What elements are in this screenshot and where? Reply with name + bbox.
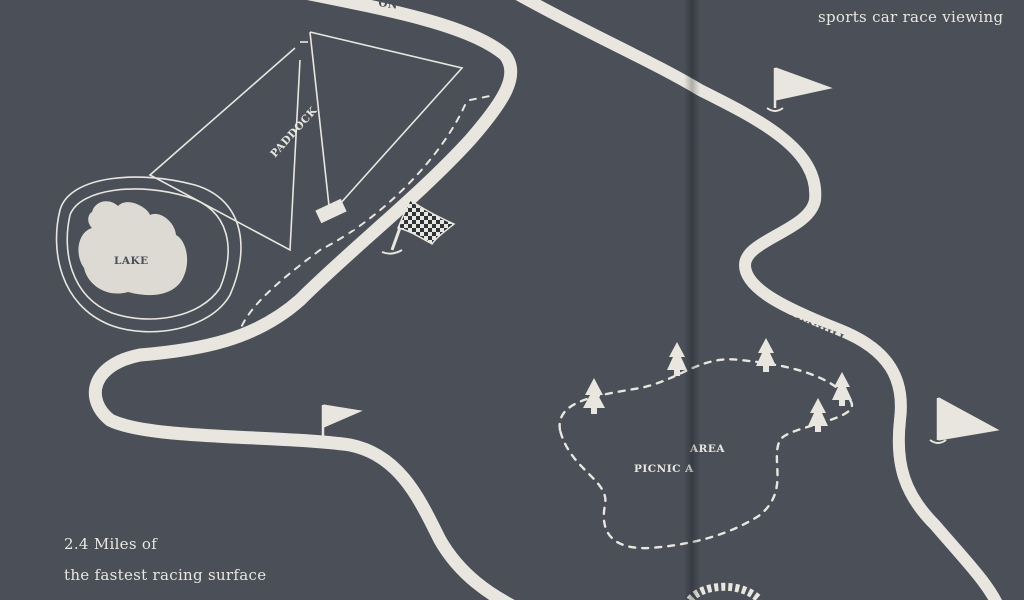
pine-tree-icon — [832, 372, 852, 406]
race-track — [88, 0, 518, 600]
pine-tree-icon — [756, 338, 776, 372]
pennant-flag-icon — [766, 67, 833, 112]
picnic-area-boundary — [558, 358, 854, 550]
label-picnic-area-right: AREA — [689, 443, 725, 455]
pine-tree-icon — [667, 342, 687, 376]
page-gutter — [684, 0, 700, 600]
pit-building — [315, 198, 347, 224]
pit-lane-path-inner — [469, 94, 496, 101]
grandstand-icon — [686, 582, 763, 600]
label-picnic-area-left: PICNIC A — [634, 463, 694, 475]
caption-distance-line1: 2.4 Miles of — [64, 535, 158, 553]
pennant-flag-icon — [929, 397, 1000, 444]
paddock-area — [148, 31, 464, 252]
pit-lane-path — [239, 104, 466, 331]
checkered-flag-icon — [381, 198, 456, 255]
lake-rings — [55, 176, 242, 333]
caption-top-right: sports car race viewing — [818, 8, 1004, 26]
lake — [78, 201, 188, 296]
pine-tree-icon — [808, 398, 828, 432]
pennant-flag-icon — [316, 404, 363, 441]
label-top-cut: ON — [378, 0, 399, 12]
race-track-east-section — [515, 0, 1003, 600]
caption-distance-line2: the fastest racing surface — [64, 566, 267, 584]
label-lake: LAKE — [114, 255, 149, 267]
label-paddock: PADDOCK — [268, 104, 320, 160]
pine-tree-icon — [583, 378, 605, 414]
